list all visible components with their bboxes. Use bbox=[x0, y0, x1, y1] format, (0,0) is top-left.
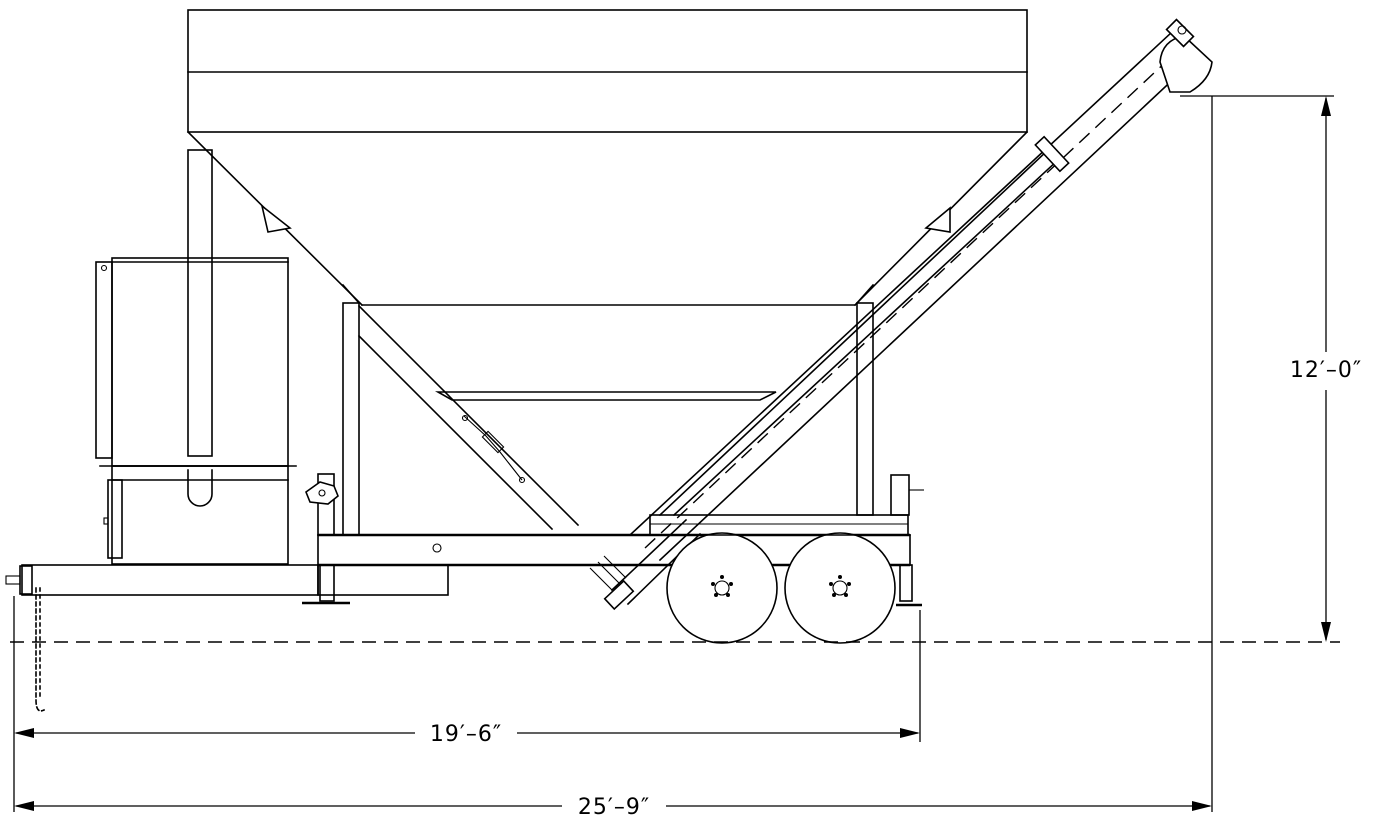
control-cabinet bbox=[95, 149, 297, 565]
hitch-tongue bbox=[21, 564, 319, 596]
wheel-rear-lugs bbox=[829, 575, 851, 597]
auger-centerline bbox=[644, 44, 1185, 549]
overall-length-label: 25′–9″ bbox=[578, 795, 650, 820]
frame bbox=[21, 283, 924, 607]
auger-tube-bottom bbox=[658, 56, 1198, 562]
overall-arrow-left bbox=[14, 801, 34, 811]
beam-hole bbox=[432, 543, 442, 553]
cabinet-latch bbox=[100, 264, 108, 272]
brace-left-a bbox=[357, 304, 580, 527]
brace-handle bbox=[463, 415, 523, 481]
flow-arrow-right bbox=[924, 206, 951, 233]
brace-bolt-1 bbox=[461, 414, 469, 422]
rear-post bbox=[890, 474, 910, 516]
post-right-cap bbox=[855, 283, 875, 305]
height-arrow-bottom bbox=[1321, 622, 1331, 642]
post-left bbox=[342, 302, 360, 536]
lower-hinge bbox=[103, 517, 109, 525]
auger-collar bbox=[1034, 135, 1070, 173]
trailer-arrow-left bbox=[14, 728, 34, 738]
tongue-box bbox=[317, 564, 449, 596]
rear-jack-leg bbox=[899, 564, 913, 602]
support-tube-a bbox=[658, 148, 1050, 517]
trough-plate bbox=[434, 391, 777, 401]
auger-spout bbox=[1159, 35, 1213, 93]
wheel-front bbox=[666, 532, 778, 644]
wheel-front-lugs bbox=[711, 575, 733, 597]
vertical-pipe bbox=[187, 149, 213, 457]
lower-cabinet bbox=[111, 465, 289, 565]
brace-bolt-2 bbox=[518, 476, 526, 484]
wheel-front-hub bbox=[714, 580, 730, 596]
cabinet-body bbox=[111, 257, 289, 467]
auger-boot-upper bbox=[610, 518, 688, 592]
auger-tube-top bbox=[628, 30, 1174, 537]
post-left-cap bbox=[341, 283, 361, 305]
front-jack-leg bbox=[319, 564, 335, 602]
wheel-rear-hub bbox=[832, 580, 848, 596]
height-arrow-top bbox=[1321, 96, 1331, 116]
trailer-length-label: 19′–6″ bbox=[430, 722, 502, 747]
auger-head-cap bbox=[1165, 18, 1195, 48]
hopper bbox=[186, 9, 1029, 401]
safety-chain bbox=[35, 587, 46, 712]
trailer-arrow-right bbox=[900, 728, 920, 738]
height-dim-label: 12′–0″ bbox=[1290, 358, 1362, 383]
jack-handle bbox=[305, 481, 339, 505]
hopper-top-box bbox=[187, 9, 1028, 133]
support-tube-b bbox=[672, 158, 1060, 517]
brace-left-b bbox=[357, 334, 554, 531]
hitch-pin bbox=[5, 575, 21, 585]
auger-boot-flange bbox=[589, 555, 627, 591]
brace-clamp bbox=[481, 430, 505, 454]
cabinet-door bbox=[95, 261, 113, 459]
wheels bbox=[317, 532, 911, 644]
pipe-outlet bbox=[187, 469, 213, 507]
auger-head-bolt bbox=[1177, 25, 1187, 35]
wheel-rear bbox=[784, 532, 896, 644]
hitch bbox=[5, 565, 46, 712]
overall-arrow-right bbox=[1192, 801, 1212, 811]
lower-door bbox=[107, 479, 123, 559]
auger-boot-cap bbox=[603, 579, 635, 611]
dimension-lines: 12′–0″ 19′–6″ 25′–9″ bbox=[13, 95, 1362, 820]
jack-bolt bbox=[318, 489, 326, 497]
post-right bbox=[856, 302, 874, 516]
rear-deck bbox=[649, 514, 909, 536]
auger bbox=[589, 18, 1213, 611]
flow-arrow-left bbox=[260, 203, 292, 233]
